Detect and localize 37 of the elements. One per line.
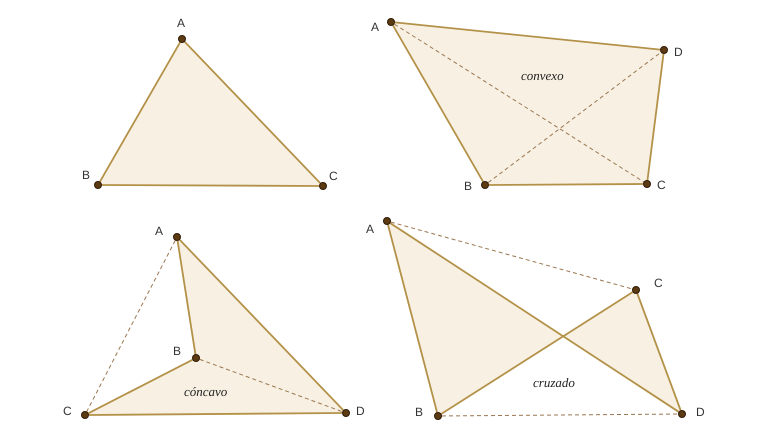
line [88, 359, 193, 414]
dashed-line [199, 358, 343, 412]
dashed-line [86, 240, 176, 412]
vertex-label: C [329, 169, 338, 183]
line [179, 239, 344, 411]
shape-label: cóncavo [184, 384, 228, 399]
line [99, 42, 181, 182]
vertex-label: A [177, 16, 186, 30]
vertex-label: C [657, 178, 666, 192]
dashed-line [442, 414, 678, 416]
vertex-label: D [674, 45, 683, 59]
line [394, 22, 660, 50]
vertex-label: B [415, 405, 424, 419]
dashed-line [390, 222, 633, 290]
line [489, 183, 643, 186]
line [636, 293, 682, 411]
vertex-label: C [63, 404, 72, 418]
vertex-label: B [464, 179, 472, 193]
line [392, 25, 484, 182]
vertex-label: C [654, 276, 663, 290]
vertex-label: B [82, 168, 90, 182]
vertex-label: D [356, 404, 365, 418]
line [440, 291, 634, 415]
vertex-label: D [696, 405, 705, 419]
line [176, 240, 196, 354]
vertex-label: A [371, 20, 380, 34]
shape-label: cruzado [533, 375, 575, 390]
dashed-line [488, 52, 662, 184]
vertex-label: A [155, 224, 164, 238]
shape-label: convexo [521, 68, 564, 83]
line [184, 41, 321, 184]
line [102, 184, 319, 187]
vertex-label: A [366, 222, 374, 236]
line [89, 412, 342, 416]
vertex-label: B [173, 344, 182, 358]
line [646, 54, 664, 180]
line [387, 224, 438, 412]
